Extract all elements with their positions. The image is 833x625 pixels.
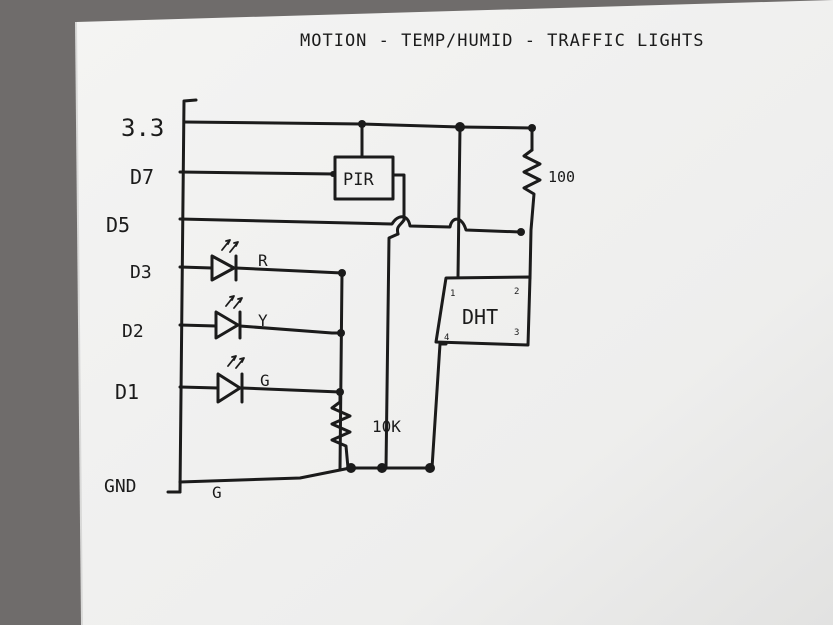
led-red-label: R	[258, 251, 268, 270]
rail-gnd	[178, 463, 435, 484]
pir-label: PIR	[343, 170, 374, 190]
wire-d5	[178, 215, 525, 236]
paper-edge	[75, 21, 83, 625]
pin-d7-label: D7	[130, 165, 154, 189]
junction-d5-resistor	[517, 228, 525, 236]
pin-d1-label: D1	[115, 380, 139, 404]
resistor-10k-label: 10K	[372, 417, 401, 436]
dht-sensor: DHT 1 2 3 4	[430, 275, 532, 470]
wire-d7	[178, 170, 337, 177]
junction-3v3-resistor	[528, 124, 536, 132]
dht-pin-1: 1	[450, 289, 455, 299]
led-yellow-label: Y	[258, 311, 268, 330]
led-yellow: Y	[178, 295, 345, 340]
junction-d7-pir	[330, 171, 336, 177]
led-red: R	[178, 239, 346, 472]
junction-3v3-dht	[455, 122, 465, 132]
dht-pin-2: 2	[514, 287, 519, 297]
led-green: G	[178, 355, 344, 404]
resistor-100-label: 100	[548, 168, 575, 186]
resistor-10k: 10K	[330, 390, 401, 470]
junction-led-yellow	[337, 329, 345, 337]
junction-gnd-10k	[346, 463, 356, 473]
junction-3v3-pir	[358, 120, 366, 128]
junction-led-red	[338, 269, 346, 277]
led-green-label: G	[260, 371, 270, 390]
pin-d5-label: D5	[106, 213, 130, 237]
diagram-title: MOTION - TEMP/HUMID - TRAFFIC LIGHTS	[300, 31, 704, 51]
dht-label: DHT	[462, 305, 498, 329]
pin-d3-label: D3	[130, 262, 152, 283]
pir-sensor: PIR	[333, 155, 406, 470]
pir-box	[333, 155, 395, 201]
rail-3v3	[182, 120, 536, 279]
pin-labels: 3.3 D7 D5 D3 D2 D1 GND G	[104, 114, 222, 502]
dht-box	[434, 275, 532, 347]
pin-d2-label: D2	[122, 321, 144, 342]
pin-3v3-label: 3.3	[121, 114, 164, 142]
resistor-100: 100	[522, 148, 575, 280]
junction-gnd-dht	[425, 463, 435, 473]
paper-sheet	[76, 0, 833, 625]
dht-pin-4: 4	[444, 333, 449, 343]
dht-pin-3: 3	[514, 328, 519, 338]
left-bus	[166, 98, 198, 494]
junction-gnd-pir	[377, 463, 387, 473]
pin-gnd-label: GND	[104, 476, 137, 497]
ground-g-label: G	[212, 483, 222, 502]
